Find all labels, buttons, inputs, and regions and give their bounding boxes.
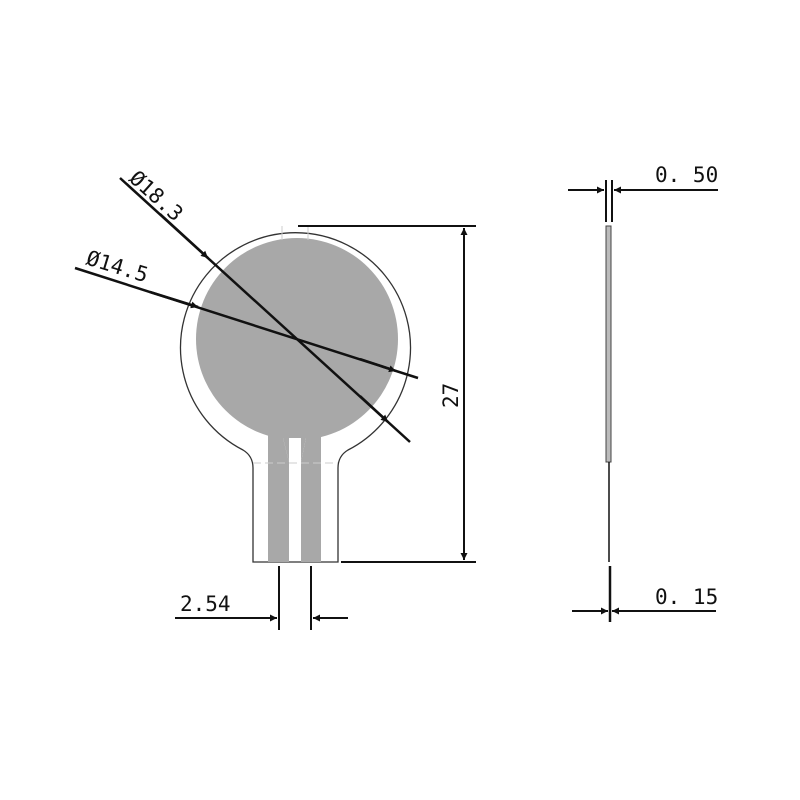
outer-diameter-arrow (359, 395, 389, 423)
active-diameter-arrow (149, 290, 199, 309)
trace-join-right (301, 425, 321, 462)
trace-right (301, 425, 321, 562)
trace-left (268, 425, 289, 562)
length-label: 27 (439, 383, 463, 408)
tail-thickness-label: 0. 15 (655, 585, 718, 609)
outer-diameter-arrow (159, 213, 209, 259)
total-thickness-label: 0. 50 (655, 163, 718, 187)
pitch-label: 2.54 (180, 592, 231, 616)
trace-join-left (268, 425, 289, 462)
active-diameter-arrow (359, 357, 397, 373)
side-view-body (605, 225, 612, 463)
outer-diameter-label: Ø18.3 (125, 166, 188, 226)
